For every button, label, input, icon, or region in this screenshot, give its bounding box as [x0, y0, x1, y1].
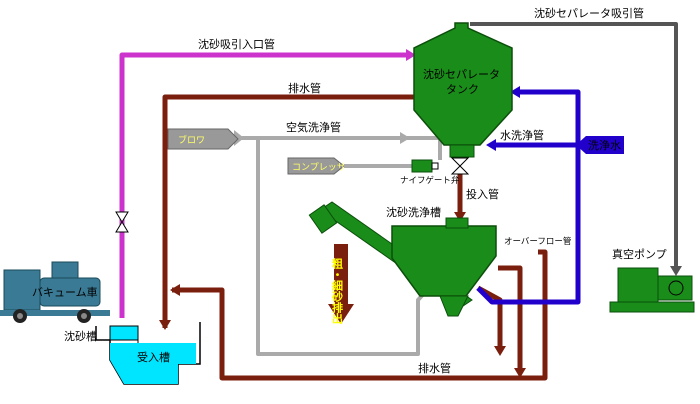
discharge-arrow	[328, 244, 354, 324]
vacuum-arrow	[670, 266, 682, 276]
separator-suction-pipe-label: 沈砂セパレータ吸引管	[534, 6, 644, 20]
knife-gate-valve-label: ナイフゲート弁	[400, 175, 460, 186]
vacuum-pipe	[470, 22, 678, 272]
compressor-label: コンプレッサー	[292, 162, 355, 173]
blower-label: ブロワ	[178, 134, 205, 146]
drain-pipe-bottom-line	[172, 249, 548, 381]
vacuum-pump	[609, 267, 695, 313]
air-arrows	[234, 130, 410, 146]
vacuum-truck-label: バキューム車	[32, 285, 98, 299]
input-pipe-label: 投入管	[466, 187, 499, 201]
suction-valve-icon	[115, 211, 129, 233]
separator-tank-label-1: 沈砂セパレータ	[423, 67, 500, 81]
discharge-label: 粗・細砂排出	[331, 257, 344, 325]
separator-tank	[413, 22, 513, 175]
knife-gate-valve	[411, 159, 439, 173]
air-wash-pipe-label: 空気洗浄管	[286, 120, 341, 134]
vacuum-truck	[0, 261, 110, 323]
overflow-pipe-label: オーバーフロー管	[504, 236, 571, 247]
wash-water-label: 洗浄水	[588, 138, 621, 152]
compressor-box: コンプレッサー	[287, 157, 355, 175]
water-wash-pipe	[476, 89, 582, 305]
water-arrows	[486, 86, 520, 151]
receiving-tank	[95, 322, 201, 385]
blower-box: ブロワ	[167, 128, 239, 150]
sand-wash-tank	[308, 201, 497, 317]
overflow-pipe-line	[498, 265, 523, 372]
wash-water-box	[576, 136, 624, 154]
receiving-tank-label: 受入槽	[137, 351, 170, 364]
suction-arrow	[406, 49, 416, 61]
drain-pipe-bottom-label: 排水管	[418, 361, 451, 375]
vacuum-pump-label: 真空ポンプ	[612, 247, 667, 261]
sand-wash-tank-label: 沈砂洗浄槽	[386, 205, 441, 219]
drain-pipe-top-line	[162, 94, 418, 328]
water-wash-pipe-label: 水洗浄管	[500, 128, 544, 142]
separator-tank-label-2: タンク	[446, 83, 479, 96]
suction-inlet-pipe-label: 沈砂吸引入口管	[198, 37, 275, 51]
grit-tank-label: 沈砂槽	[64, 329, 97, 343]
drain-pipe-top-label: 排水管	[288, 81, 321, 95]
